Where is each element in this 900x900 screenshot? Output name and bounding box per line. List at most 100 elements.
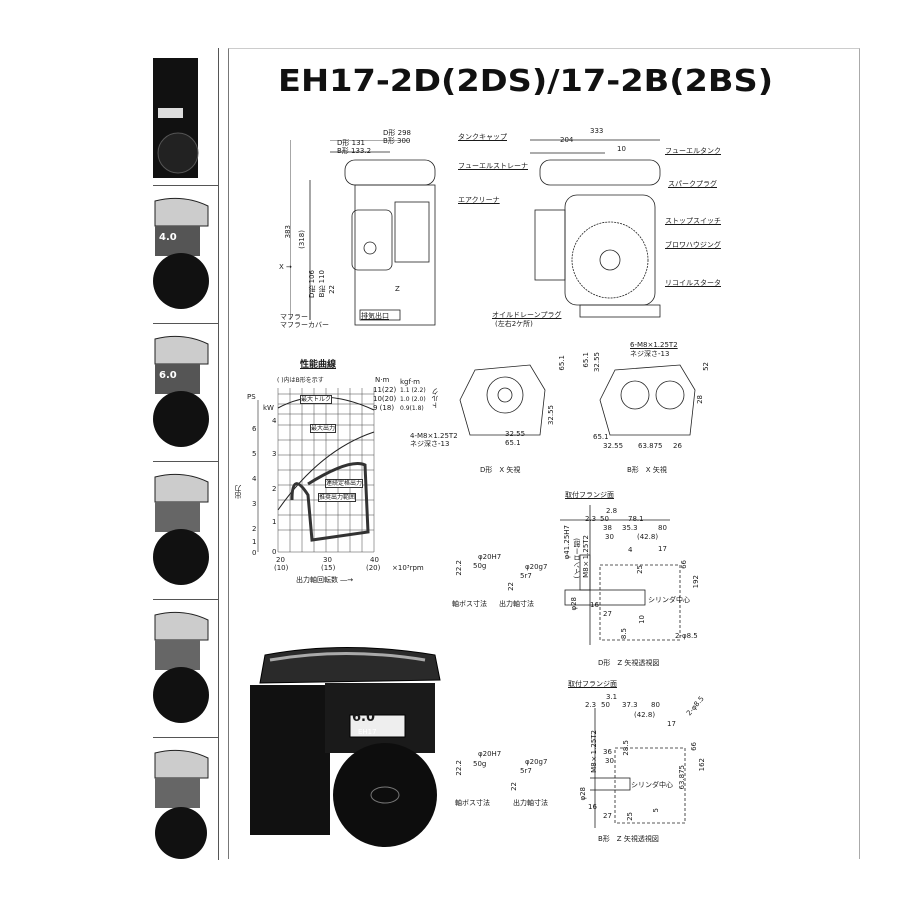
x-view-b-label: 65.1 [593, 433, 609, 441]
thumbnail-6[interactable] [153, 738, 219, 860]
engine-model-badge: EH17 [358, 728, 377, 736]
dim: (インロー部) [573, 538, 581, 579]
ps-tick: 6 [252, 425, 257, 433]
thumbnail-3[interactable]: 6.0 [153, 324, 219, 462]
dim: 8.5 [620, 628, 628, 640]
x-view-d-label: 65.1 [505, 439, 521, 447]
dim: D形 131 [337, 139, 365, 147]
dim: (318) [298, 230, 306, 249]
x-view-b-label: 26 [673, 442, 682, 450]
torque-nm: 9 (18) [373, 404, 395, 412]
ps-tick: 2 [252, 525, 257, 533]
dim: B形 300 [383, 137, 411, 145]
dim: φ28 [570, 597, 578, 611]
x-tick: 30 [323, 556, 332, 564]
x-view-b-label: 32.55 [593, 352, 601, 373]
output-shaft-dim: 22 [510, 782, 518, 791]
x-view-drawings [459, 364, 696, 436]
dim: 22 [328, 285, 336, 294]
x-tick-b: (15) [321, 564, 336, 572]
output-shaft-caption: 出力軸寸法 [513, 799, 548, 807]
output-shaft-dim: φ20g7 [525, 563, 548, 571]
dim: 162 [698, 758, 706, 772]
curve-label-max-output: 最大出力 [310, 424, 337, 433]
dim: 10 [638, 615, 646, 624]
dim: 30 [605, 757, 614, 765]
thumbnail-2[interactable]: 4.0 [153, 186, 219, 324]
dim: 10 [617, 145, 626, 153]
x-tick-b: (10) [274, 564, 289, 572]
dim: 35.3 [622, 524, 638, 532]
dim: 25 [626, 812, 634, 821]
output-shaft-dim: 22 [507, 582, 515, 591]
curve-label-max-torque: 最大トルク [300, 395, 333, 404]
dim: 66 [690, 742, 698, 751]
dim: B形 133.2 [337, 147, 372, 155]
dim: 80 [658, 524, 667, 532]
dim: 204 [560, 136, 574, 144]
dim: 50 [601, 701, 610, 709]
torque-unit-kgf: kgf·m [400, 378, 421, 386]
ps-tick: 5 [252, 450, 257, 458]
torque-axis-label: トルク [431, 388, 439, 409]
x-view-d-label: 32.55 [547, 405, 555, 426]
dim: 3.1 [606, 693, 618, 701]
engine-thumbnail-image [153, 473, 209, 585]
spec-sheet-frame [228, 48, 860, 859]
shaft-boss-dim: 50g [473, 760, 487, 768]
engine-thumbnail-image [153, 58, 199, 178]
thumbnail-5[interactable] [153, 600, 219, 738]
z-view-d-caption: D形 Z 矢視透視図 [598, 659, 660, 667]
performance-note: ( )内はB形を示す [277, 377, 324, 384]
label-spark-plug: スパークプラグ [668, 180, 717, 188]
performance-chart [257, 388, 375, 553]
dim: 78.1 [628, 515, 644, 523]
x-view-b-label: 65.1 [582, 352, 590, 368]
engine-thumbnail-image [153, 611, 209, 723]
z-view-b-flange: 取付フランジ面 [568, 680, 617, 688]
ps-tick: 3 [252, 500, 257, 508]
dim: M8×1.25T2 [590, 730, 598, 773]
thumbnail-4[interactable] [153, 462, 219, 600]
thumbnail-1[interactable] [153, 48, 219, 186]
shaft-boss-dim: φ20H7 [478, 750, 502, 758]
x-view-b-label: 28 [696, 395, 704, 404]
x-axis-label: 出力軸回転数 ―→ [296, 576, 354, 584]
cylinder-center-label: シリンダ中心 [648, 596, 690, 604]
label-fuel-strainer: フューエルストレーナ [458, 162, 528, 170]
dim: 2.3 [585, 701, 597, 709]
torque-unit-nm: N·m [375, 376, 390, 384]
x-view-b-caption: B形 X 矢視 [627, 466, 667, 474]
curve-label-continuous-output: 連続定格出力 [325, 479, 364, 488]
kw-tick: 0 [272, 548, 277, 556]
dim: 5 [652, 808, 660, 813]
x-view-marker: X → [279, 263, 292, 271]
label-fuel-tank: フューエルタンク [665, 147, 721, 155]
kw-tick: 4 [272, 417, 277, 425]
label-muffler: マフラー [280, 313, 308, 321]
power-axis-label: 出力 [234, 485, 242, 499]
dim: 36 [603, 748, 612, 756]
cylinder-center-label: シリンダ中心 [631, 781, 673, 789]
x-view-b-label: 32.55 [603, 442, 624, 450]
x-view-b-label: 52 [702, 362, 710, 371]
dim: 37.3 [622, 701, 638, 709]
thumbnail-badge: 6.0 [159, 370, 177, 381]
label-tank-cap: タンクキャップ [458, 133, 507, 141]
curve-label-recommended-range: 推奨出力範囲 [318, 493, 357, 502]
output-shaft-dim: 5r7 [520, 767, 532, 775]
dim: 16 [588, 803, 597, 811]
x-tick: 40 [370, 556, 379, 564]
x-view-d-caption: D形 X 矢視 [480, 466, 521, 474]
dim: 30 [605, 533, 614, 541]
x-view-d-label: 4-M8×1.25T2 [410, 432, 458, 440]
label-blower-housing: ブロワハウジング [665, 241, 721, 249]
kw-tick: 2 [272, 485, 277, 493]
shaft-boss-dim: φ20H7 [478, 553, 502, 561]
x-view-d-label: ネジ深さ-13 [410, 440, 450, 448]
dim: 192 [692, 575, 700, 589]
dim: 2-φ8.5 [675, 632, 698, 640]
dim: 4 [628, 546, 633, 554]
torque-nm: 10(20) [373, 395, 397, 403]
kw-tick: 1 [272, 518, 277, 526]
